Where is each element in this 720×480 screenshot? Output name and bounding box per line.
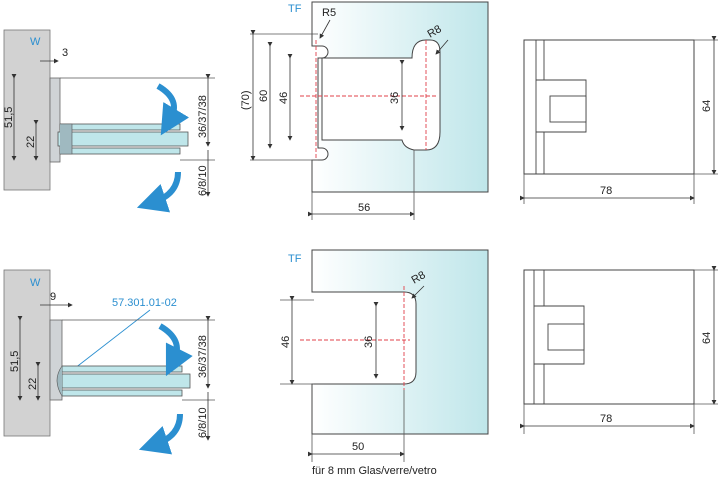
footer-caption: für 8 mm Glas/verre/vetro bbox=[312, 465, 437, 477]
top-fitting-view: 64 78 bbox=[520, 36, 718, 204]
rotation-arrow-down-icon bbox=[138, 413, 183, 455]
glass-panel-section bbox=[57, 131, 189, 147]
wall-label: W bbox=[30, 277, 41, 289]
dim-36: 36 bbox=[363, 336, 375, 348]
clamp-upper bbox=[59, 123, 181, 131]
dim-36: 36 bbox=[389, 92, 401, 104]
dim-width: 56 bbox=[358, 202, 370, 214]
dim-height-64: 64 bbox=[701, 332, 713, 344]
glass-panel-section bbox=[61, 373, 191, 389]
clamp-lower bbox=[61, 389, 183, 397]
dim-offset: 9 bbox=[50, 291, 56, 303]
fitting-insert bbox=[549, 95, 587, 123]
dim-width-78: 78 bbox=[600, 413, 612, 425]
wall-block bbox=[3, 269, 51, 437]
dim-width: 50 bbox=[352, 441, 364, 453]
bottom-side-view: W 9 57.301.01-02 51,5 22 36/37/38 6/8/10 bbox=[3, 269, 215, 455]
part-number: 57.301.01-02 bbox=[112, 297, 177, 309]
dim-depth: 36/37/38 bbox=[197, 335, 209, 378]
dim-glass-center: 22 bbox=[25, 136, 37, 148]
dim-46: 46 bbox=[278, 92, 290, 104]
dim-60: 60 bbox=[258, 90, 270, 102]
tf-label: TF bbox=[288, 3, 302, 15]
clamp-upper bbox=[61, 365, 183, 373]
glass-pane bbox=[311, 249, 489, 435]
dim-height-64: 64 bbox=[701, 100, 713, 112]
rotation-arrow-down-icon bbox=[136, 171, 181, 213]
dim-glass-center: 22 bbox=[27, 378, 39, 390]
dim-glass: 6/8/10 bbox=[197, 407, 209, 438]
wall-label: W bbox=[30, 36, 41, 48]
dim-depth: 36/37/38 bbox=[197, 95, 209, 138]
clamp-lower bbox=[59, 147, 181, 155]
part-leader bbox=[69, 309, 151, 373]
tf-label: TF bbox=[288, 253, 302, 265]
top-side-view: W 3 51,5 22 36/37/38 6/8/10 bbox=[3, 29, 215, 213]
dim-glass: 6/8/10 bbox=[197, 165, 209, 196]
dim-height: 51,5 bbox=[9, 351, 21, 372]
dim-46: 46 bbox=[280, 336, 292, 348]
bottom-fitting-view: 64 78 bbox=[520, 266, 718, 434]
dim-height: 51,5 bbox=[3, 107, 15, 128]
fitting-outline bbox=[523, 39, 695, 175]
dim-width-78: 78 bbox=[600, 185, 612, 197]
hinge-plate bbox=[49, 77, 61, 163]
radius-small: R5 bbox=[322, 7, 336, 19]
top-front-view: TF R5 R8 (70) 60 46 36 56 bbox=[240, 1, 489, 220]
glass-cutout bbox=[321, 39, 441, 151]
rotation-arrow-up-icon bbox=[156, 83, 190, 136]
fitting-insert bbox=[547, 323, 585, 351]
rotation-arrow-up-icon bbox=[158, 323, 193, 377]
dim-offset: 3 bbox=[62, 47, 68, 59]
bottom-front-view: TF R8 46 36 50 bbox=[280, 249, 489, 462]
dim-70: (70) bbox=[240, 90, 252, 110]
